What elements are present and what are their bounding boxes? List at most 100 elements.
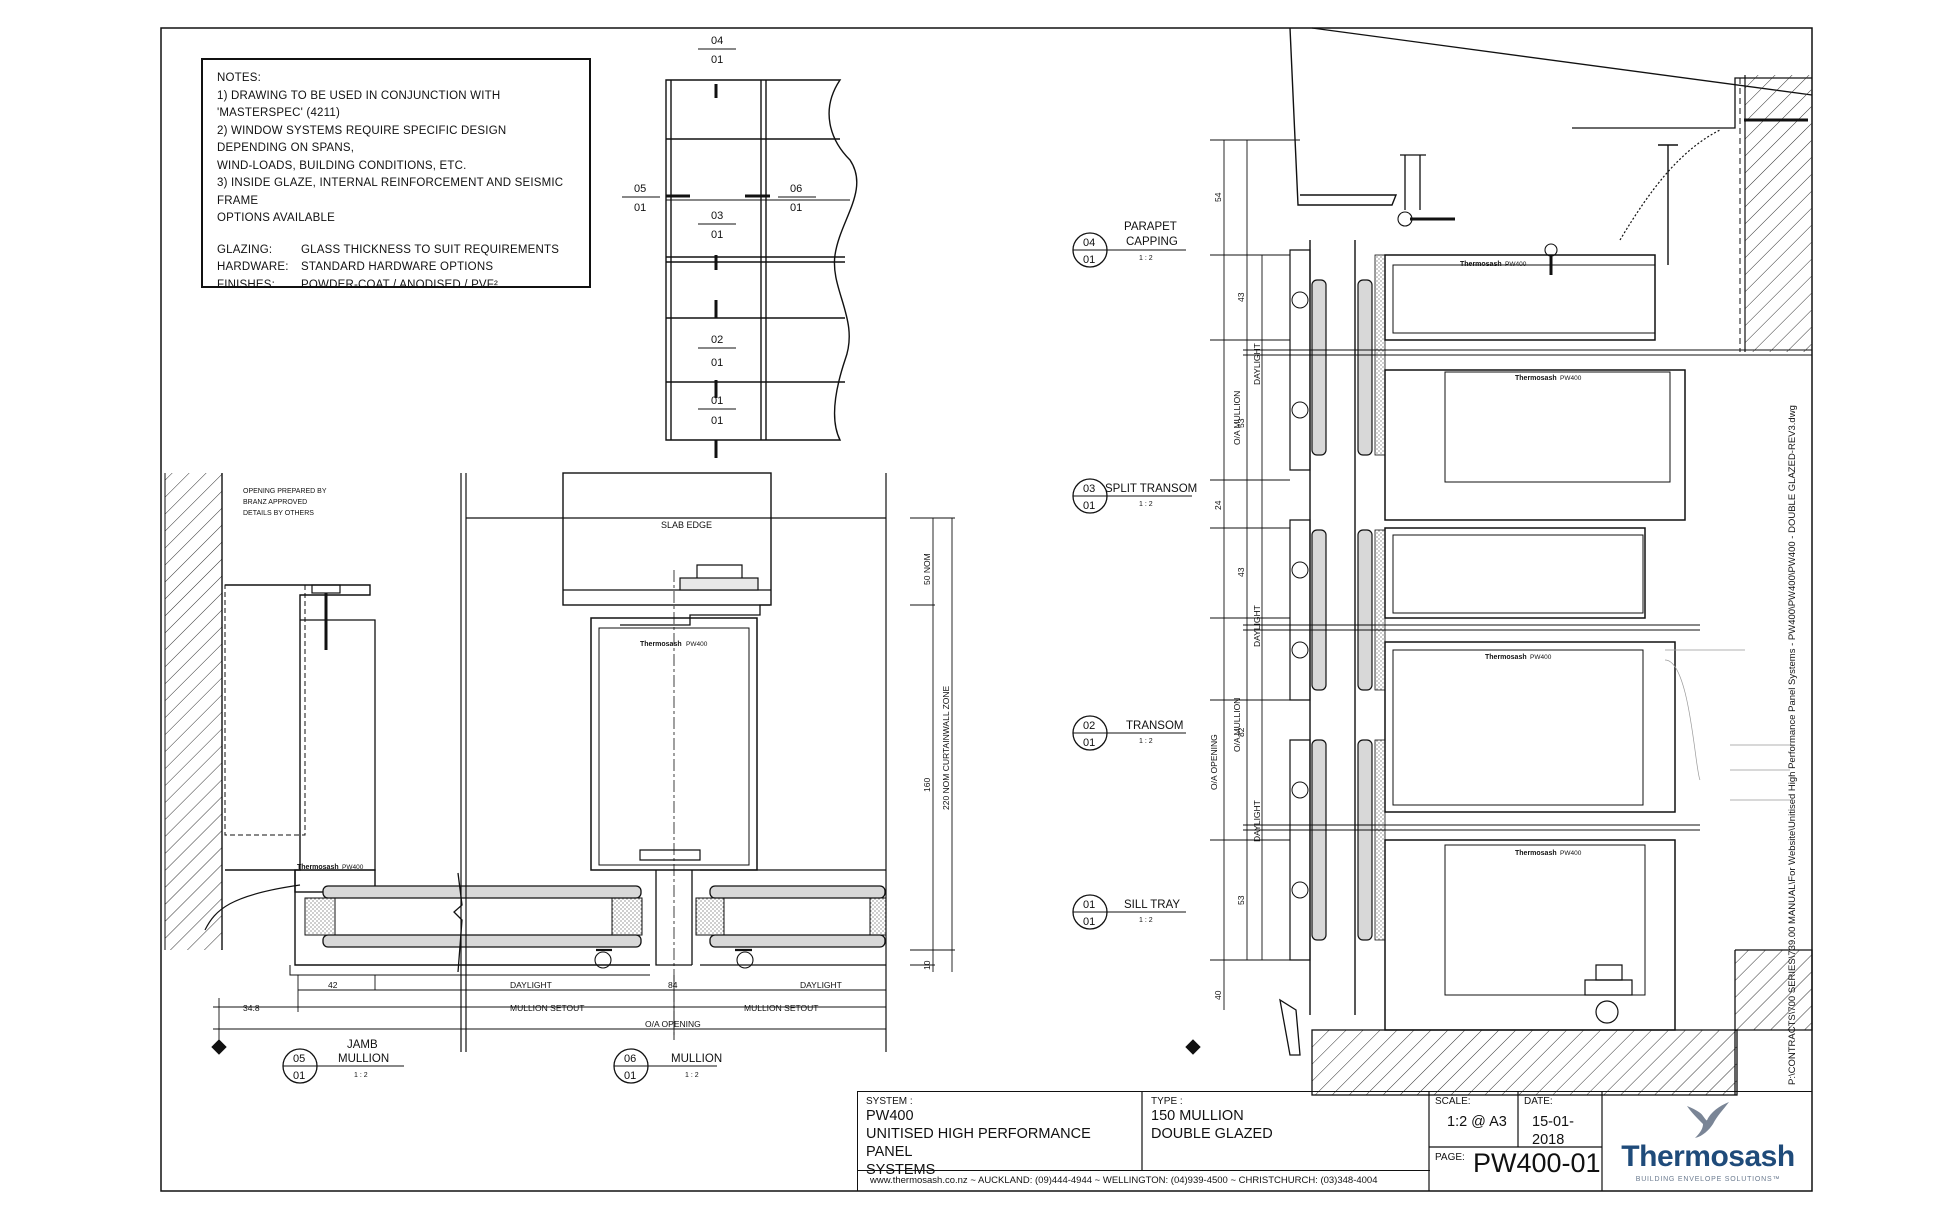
dim-daylight-1: DAYLIGHT [1252, 343, 1262, 385]
key-ref-04-bottom: 01 [711, 54, 723, 66]
dim-34-8: 34.8 [243, 1003, 260, 1013]
product-tag-jamb: PW400 [342, 864, 364, 871]
key-plan-refs: 04 01 05 01 03 01 06 01 02 01 01 01 [622, 35, 816, 427]
spec-value: GLASS THICKNESS TO SUIT REQUIREMENTS [301, 243, 560, 256]
date-value: 15-01-2018 [1532, 1114, 1574, 1148]
callout-04-num: 04 [1083, 237, 1095, 249]
callout-04-title-1: PARAPET [1124, 221, 1177, 233]
thermosash-logo: Thermosash BUILDING ENVELOPE SOLUTIONS™ [1603, 1092, 1813, 1192]
key-ref-06-bottom: 01 [790, 202, 802, 214]
brand-tag-jamb: Thermosash [297, 864, 339, 871]
notes-panel: NOTES: 1) DRAWING TO BE USED IN CONJUNCT… [201, 58, 591, 291]
callout-03-title-1: SPLIT TRANSOM [1105, 483, 1197, 495]
note-item-4: 3) INSIDE GLAZE, INTERNAL REINFORCEMENT … [217, 177, 564, 207]
dim-oa-opening: O/A OPENING [1209, 734, 1219, 790]
system-cell: SYSTEM : PW400 UNITISED HIGH PERFORMANCE… [866, 1096, 1141, 1179]
title-block-grid [1141, 1091, 1603, 1191]
callout-parapet-capping: 04 01 PARAPET CAPPING 1 : 2 [1072, 221, 1186, 268]
contact-footer: www.thermosash.co.nz ~ AUCKLAND: (09)444… [858, 1170, 1430, 1191]
callout-01-sheet: 01 [1083, 916, 1095, 928]
key-plan [665, 79, 858, 458]
callout-06-sheet: 01 [624, 1070, 636, 1082]
callout-01-scale: 1 : 2 [1139, 917, 1153, 924]
spec-row-hardware: HARDWARE: STANDARD HARDWARE OPTIONS [217, 259, 575, 277]
dim-10: 10 [922, 960, 932, 970]
page-label: PAGE: [1435, 1152, 1465, 1163]
callout-05-sheet: 01 [293, 1070, 305, 1082]
callout-05-num: 05 [293, 1053, 305, 1065]
type-label: TYPE : [1151, 1096, 1183, 1107]
scale-label: SCALE: [1435, 1096, 1471, 1107]
callout-transom: 02 01 TRANSOM 1 : 2 [1072, 715, 1186, 751]
spec-key: FINISHES: [217, 278, 276, 291]
opening-note-line-1: OPENING PREPARED BY [243, 488, 327, 495]
callout-02-num: 02 [1083, 720, 1095, 732]
dim-daylight-right: DAYLIGHT [800, 980, 842, 990]
file-path-label: P:\CONTRACTS\700 SERIES\739.00 MANUAL\Fo… [1787, 405, 1798, 1085]
brand-tag-parapet: Thermosash [1460, 261, 1502, 268]
callout-03-num: 03 [1083, 483, 1095, 495]
spec-value: STANDARD HARDWARE OPTIONS [301, 261, 494, 273]
dim-oa-mullion-1: O/A MULLION [1232, 391, 1242, 445]
callout-jamb-mullion: 05 01 JAMB MULLION 1 : 2 [282, 1039, 404, 1084]
callout-split-transom: 03 01 SPLIT TRANSOM 1 : 2 [1072, 478, 1197, 514]
spec-value: POWDER-COAT / ANODISED / PVF² [301, 278, 499, 291]
key-ref-03-top: 03 [711, 210, 723, 222]
system-line-1: PW400 [866, 1108, 914, 1124]
scale-value: 1:2 @ A3 [1447, 1114, 1507, 1130]
key-ref-01-bottom: 01 [711, 415, 723, 427]
type-line-1: 150 MULLION [1151, 1108, 1244, 1124]
note-item-2: 2) WINDOW SYSTEMS REQUIRE SPECIFIC DESIG… [217, 124, 507, 155]
opening-note-line-2: BRANZ APPROVED [243, 499, 307, 506]
logo-tagline: BUILDING ENVELOPE SOLUTIONS™ [1635, 1176, 1781, 1183]
callout-04-sheet: 01 [1083, 254, 1095, 266]
spec-key: HARDWARE: [217, 261, 289, 273]
date-label: DATE: [1524, 1096, 1553, 1107]
bird-logo-icon [1687, 1102, 1729, 1138]
system-label: SYSTEM : [866, 1096, 913, 1107]
dim-oa-mullion-2: O/A MULLION [1232, 698, 1242, 752]
key-ref-02-top: 02 [711, 334, 723, 346]
brand-tag-split: Thermosash [1515, 375, 1557, 382]
callout-02-scale: 1 : 2 [1139, 738, 1153, 745]
dim-daylight-left: DAYLIGHT [510, 980, 552, 990]
callout-01-title-1: SILL TRAY [1124, 899, 1180, 911]
key-ref-02-bottom: 01 [711, 357, 723, 369]
dim-daylight-2: DAYLIGHT [1252, 605, 1262, 647]
date-cell: DATE: 15-01-2018 [1524, 1096, 1604, 1149]
callout-03-scale: 1 : 2 [1139, 501, 1153, 508]
callout-05-title-2: MULLION [338, 1053, 389, 1065]
section-dims-text: 54 43 53 24 43 82 53 40 DAYLIGHT DAYLIGH… [1209, 192, 1262, 1000]
callout-mullion: 06 01 MULLION 1 : 2 [613, 1048, 722, 1084]
type-cell: TYPE : 150 MULLION DOUBLE GLAZED [1151, 1096, 1421, 1143]
callout-05-title-1: JAMB [347, 1039, 378, 1051]
dim-43-b: 43 [1236, 567, 1246, 577]
brand-tag-sill: Thermosash [1515, 850, 1557, 857]
dim-oa-opening: O/A OPENING [645, 1019, 701, 1029]
type-line-2: DOUBLE GLAZED [1151, 1126, 1273, 1142]
page-cell: PAGE: PW400-01 [1435, 1148, 1605, 1178]
key-ref-01-top: 01 [711, 395, 723, 407]
dim-54: 54 [1213, 192, 1223, 202]
wall-hatch [165, 473, 222, 950]
title-block: SYSTEM : PW400 UNITISED HIGH PERFORMANCE… [857, 1091, 1812, 1191]
callout-03-sheet: 01 [1083, 500, 1095, 512]
callout-06-num: 06 [624, 1053, 636, 1065]
callout-05-scale: 1 : 2 [354, 1072, 368, 1079]
page-value: PW400-01 [1473, 1148, 1601, 1178]
scale-cell: SCALE: 1:2 @ A3 [1435, 1096, 1521, 1131]
notes-heading: NOTES: [217, 72, 262, 84]
sheet-border [160, 27, 1813, 1192]
product-tag-transom: PW400 [1530, 654, 1552, 661]
key-ref-06-top: 06 [790, 183, 802, 195]
opening-note-line-3: DETAILS BY OTHERS [243, 510, 314, 517]
dim-160: 160 [922, 778, 932, 792]
product-tag-sill: PW400 [1560, 850, 1582, 857]
product-tag-mullion: PW400 [686, 641, 708, 648]
callout-01-num: 01 [1083, 899, 1095, 911]
product-tag-parapet: PW400 [1505, 261, 1527, 268]
key-ref-03-bottom: 01 [711, 229, 723, 241]
dim-53-a: 53 [1236, 418, 1246, 428]
system-line-2: UNITISED HIGH PERFORMANCE PANEL [866, 1126, 1091, 1160]
